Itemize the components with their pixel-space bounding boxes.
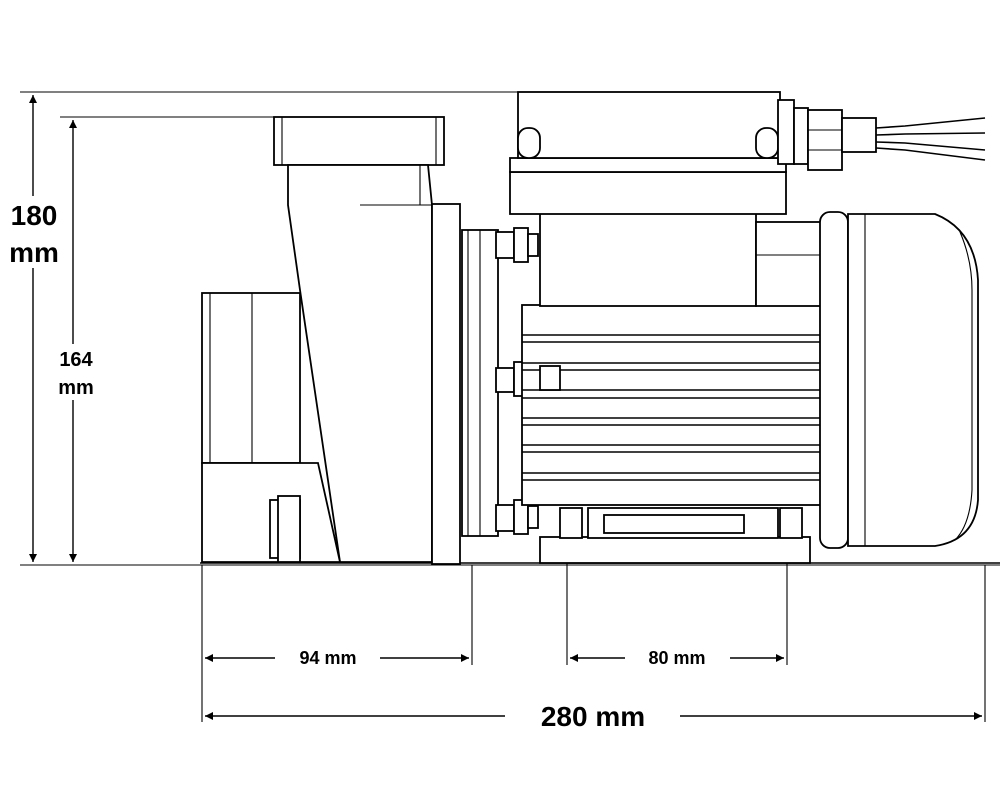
dimension-inlet-height: 164 mm xyxy=(50,120,100,562)
height-total-unit: mm xyxy=(9,237,59,268)
pump-housing xyxy=(287,164,433,563)
fan-cover xyxy=(847,213,979,547)
width-inlet-label: 94 mm xyxy=(299,648,356,668)
inlet-pipe xyxy=(201,292,301,464)
dimension-foot-spacing: 80 mm xyxy=(570,648,784,668)
motor-body xyxy=(521,304,823,506)
width-total-label: 280 mm xyxy=(541,701,645,732)
terminal-box xyxy=(509,171,787,215)
terminal-box-stem xyxy=(539,211,757,307)
cable-wires xyxy=(875,117,986,161)
foot-spacing-label: 80 mm xyxy=(648,648,705,668)
volute-flange xyxy=(431,203,461,565)
height-inlet-unit: mm xyxy=(58,377,94,399)
dimension-inlet-width: 94 mm xyxy=(205,648,469,668)
motor-end-flange xyxy=(819,211,849,549)
height-total-value: 180 xyxy=(11,200,58,231)
pump-drawing xyxy=(200,91,1000,565)
flange-bolts xyxy=(495,227,539,535)
motor-feet xyxy=(539,507,811,564)
cable-gland xyxy=(777,99,877,171)
dimension-total-height: 180 mm xyxy=(4,95,62,562)
outlet-flange xyxy=(273,116,445,166)
dimension-total-width: 280 mm xyxy=(205,701,982,732)
motor-cooling-fins xyxy=(522,334,822,481)
terminal-box-lid xyxy=(517,91,781,159)
height-inlet-value: 164 xyxy=(59,349,93,371)
